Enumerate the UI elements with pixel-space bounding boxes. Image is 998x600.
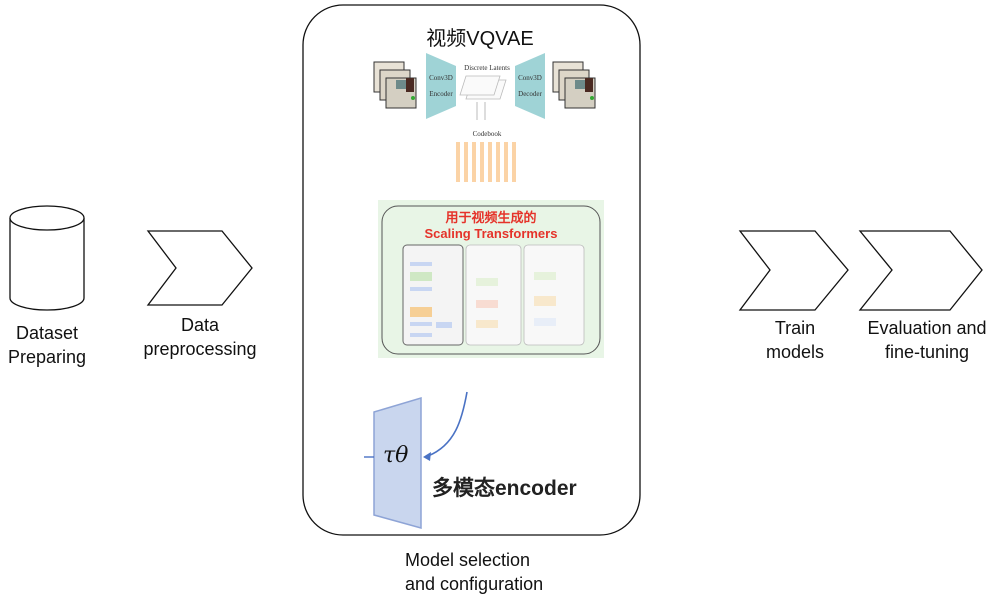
output-frames-image	[552, 61, 596, 109]
codebook-label: Codebook	[472, 130, 502, 138]
conv3d-decoder-shape	[515, 53, 545, 119]
tau-theta-symbol: τθ	[383, 443, 409, 468]
chevron-eval	[858, 230, 983, 311]
latents-planes	[459, 75, 507, 100]
codebook-bars	[456, 142, 516, 182]
chevron-train	[738, 230, 849, 311]
transformer-block-diagrams	[402, 244, 585, 346]
encoder-title: 多模态encoder	[432, 477, 577, 500]
multimodal-encoder-shape	[373, 396, 422, 529]
chevron-preprocessing	[146, 230, 253, 306]
input-frames-image	[373, 61, 417, 109]
database-icon	[9, 205, 85, 311]
conv3d-encoder-shape	[426, 53, 456, 119]
codebook-arrows	[476, 102, 486, 120]
latents-label: Discrete Latents	[464, 64, 510, 72]
conditioning-arrow	[427, 391, 468, 457]
vqvae-title: 视频VQVAE	[426, 28, 534, 50]
